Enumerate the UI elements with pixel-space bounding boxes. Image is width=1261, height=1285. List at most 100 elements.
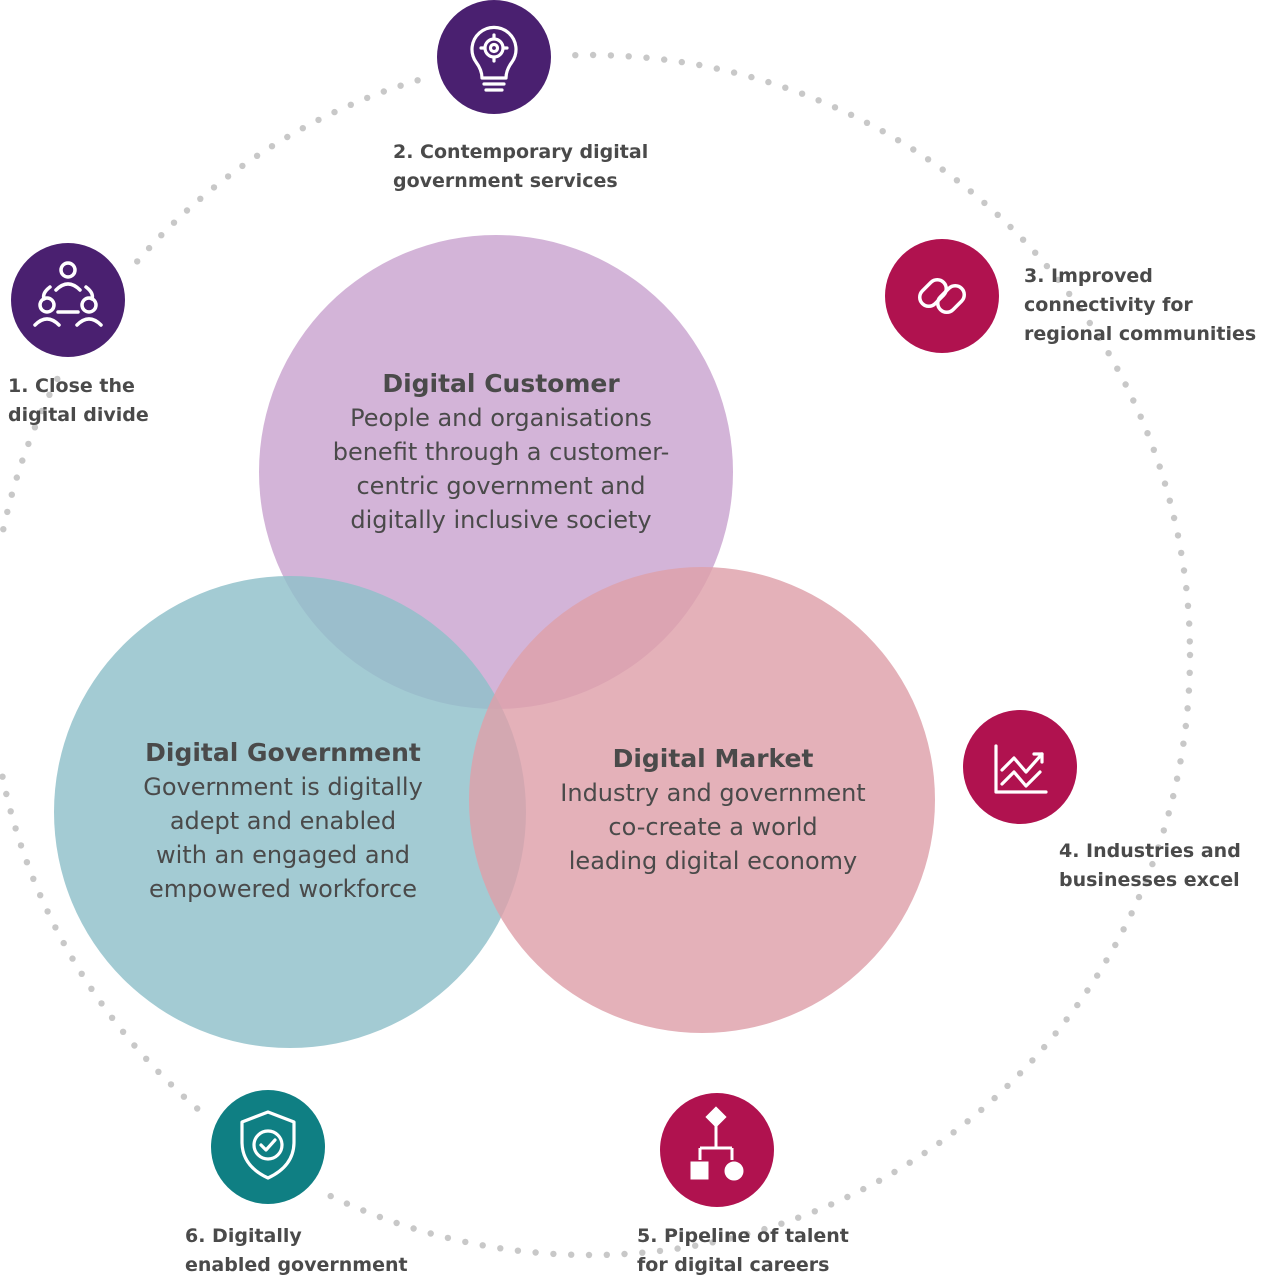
node-label-line: 4. Industries and [1059, 840, 1241, 862]
orbit-dot [3, 790, 10, 798]
orbit-dot [1183, 584, 1190, 592]
orbit-dot [397, 82, 404, 89]
orbit-dot [12, 825, 19, 832]
orbit-dot [315, 116, 322, 124]
orbit-dot [950, 1129, 957, 1136]
orbit-dot [4, 508, 11, 516]
venn-circle-digital-government [54, 576, 526, 1048]
orbit-dot [964, 1118, 971, 1125]
orbit-dot [131, 1042, 138, 1049]
orbit-dot [661, 56, 668, 63]
venn-text-digital-government: Digital Government Government is digital… [98, 736, 468, 906]
orbit-dot [568, 1251, 575, 1258]
orbit-dot [360, 1207, 367, 1214]
orbit-dot [52, 924, 59, 931]
orbit-dot [1122, 381, 1129, 388]
orbit-dot [844, 1193, 851, 1201]
orbit-dot [656, 1247, 664, 1255]
orbit-dot [828, 1201, 835, 1208]
node-2-contemporary-services [437, 0, 551, 114]
orbit-dot [46, 391, 53, 398]
orbit-dot [1186, 638, 1194, 645]
orbit-dot [1029, 1057, 1036, 1064]
node-5-label: 5. Pipeline of talent for digital career… [637, 1222, 849, 1280]
orbit-dot [639, 1249, 646, 1256]
orbit-dot [1052, 1030, 1059, 1037]
orbit-dot [284, 133, 291, 141]
orbit-dot [1184, 602, 1192, 609]
node-5-badge [660, 1093, 774, 1207]
orbit-dot [0, 773, 6, 780]
orbit-dot [991, 1094, 998, 1102]
node-1-badge [11, 243, 125, 357]
orbit-dot [514, 1247, 522, 1254]
orbit-dot [364, 94, 371, 102]
orbit-dot [31, 424, 39, 431]
orbit-dot [1112, 941, 1119, 949]
orbit-dot [953, 177, 961, 184]
chain-link-icon [918, 278, 966, 314]
orbit-dot [1170, 792, 1177, 800]
orbit-dot [1128, 910, 1135, 917]
orbit-dot [1186, 669, 1193, 676]
node-label-line: for digital careers [637, 1254, 830, 1276]
orbit-dot [967, 188, 974, 195]
orbit-dot [1016, 1070, 1024, 1077]
orbit-dot [603, 1251, 610, 1259]
orbit-dot [1043, 262, 1051, 270]
node-label-line: digital divide [8, 404, 149, 426]
orbit-dot [239, 162, 246, 170]
orbit-dot [1186, 651, 1194, 659]
orbit-dot [589, 51, 597, 59]
node-label-line: 6. Digitally [185, 1225, 302, 1247]
node-6-digitally-enabled-government [211, 1090, 325, 1204]
orbit-dot [939, 166, 946, 173]
orbit-dot [54, 375, 61, 383]
orbit-dot [69, 955, 76, 962]
node-6-label: 6. Digitally enabled government [185, 1222, 408, 1280]
orbit-dot [692, 1242, 699, 1249]
orbit-dot [730, 69, 738, 76]
orbit-dot [1161, 480, 1169, 487]
node-label-line: regional communities [1024, 323, 1257, 345]
orbit-dot [25, 440, 32, 448]
orbit-dot [60, 939, 67, 947]
venn-line: digitally inclusive society [350, 506, 652, 534]
node-label-line: 1. Close the [8, 375, 135, 397]
growth-chart-icon [994, 744, 1048, 794]
orbit-dot [1105, 350, 1112, 357]
venn-line: adept and enabled [169, 807, 397, 835]
orbit-dot [924, 156, 932, 163]
orbit-dot [831, 104, 839, 111]
orbit-dot [1103, 957, 1110, 964]
orbit-dot [7, 808, 14, 815]
orbit-dot [327, 1192, 334, 1200]
orbit-dot [1094, 972, 1101, 979]
orbit-dot [497, 1245, 504, 1252]
orbit-dot [1086, 319, 1094, 327]
orbit-dot [143, 1055, 150, 1063]
orbit-dot [1120, 926, 1127, 933]
venn-line: empowered workforce [149, 875, 417, 903]
orbit-dot [1173, 775, 1181, 782]
orbit-dot [1182, 722, 1190, 730]
orbit-dot [78, 970, 85, 977]
orbit-dot [621, 1250, 628, 1258]
orbit-dot [1160, 827, 1168, 834]
orbit-dot [1066, 290, 1073, 298]
orbit-dot [782, 84, 789, 91]
orbit-dot [765, 78, 772, 86]
orbit-dot [414, 77, 421, 84]
orbit-dot [795, 1214, 802, 1221]
orbit-dot [183, 207, 191, 214]
venn-title-digital-customer: Digital Customer [382, 369, 620, 398]
orbit-dot [1041, 1043, 1048, 1051]
node-label-line: 3. Improved [1024, 265, 1153, 287]
orbit-dot [1142, 877, 1150, 884]
orbit-dot [585, 1251, 593, 1259]
venn-line: People and organisations [350, 404, 652, 432]
venn-text-digital-customer: Digital Customer People and organisation… [296, 367, 706, 537]
orbit-dot [1174, 532, 1182, 539]
orbit-dot [410, 1225, 417, 1232]
node-4-industries-excel [963, 710, 1077, 824]
